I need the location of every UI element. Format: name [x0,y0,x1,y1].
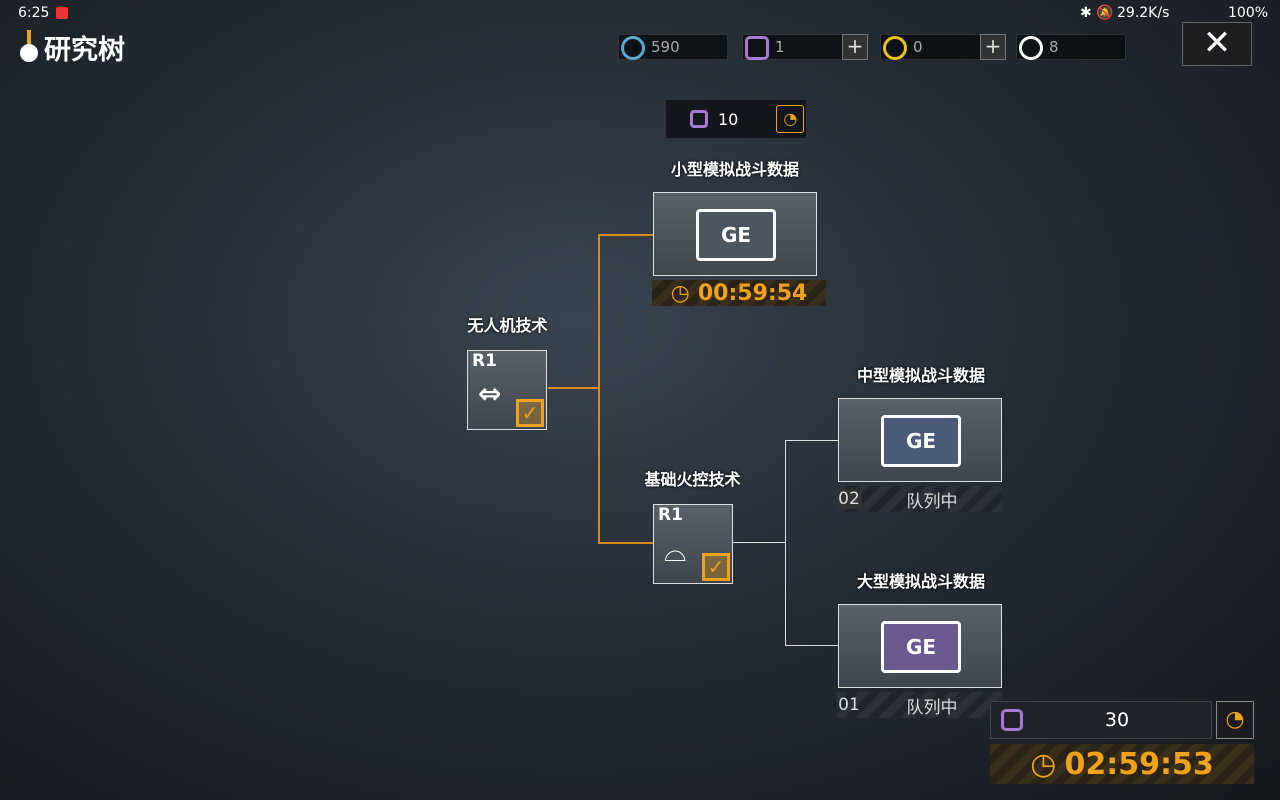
node-medium-sim-data[interactable]: GE [838,398,1002,482]
back-icon[interactable] [20,30,38,64]
status-icons: ✱ 🔕 [1080,5,1114,21]
completed-check-icon: ✓ [702,553,730,581]
resource-credits: 590 [618,34,728,60]
net-speed: 29.2K/s [1117,5,1170,21]
battery: 100% [1228,5,1269,21]
research-point-icon [745,36,769,60]
top-cost-panel: 10 ◔ [666,100,806,138]
token-icon [1019,36,1043,60]
resource-tokens: 8 [1016,34,1126,60]
node-large-sim-data[interactable]: GE [838,604,1002,688]
node-title: 基础火控技术 [644,470,741,489]
research-point-icon [690,110,708,128]
node-drone-tech[interactable]: R1 ⇔ ✓ [467,350,547,430]
resource-gold: 0+ [880,34,1006,60]
node-timer: ◷00:59:54 [652,280,826,306]
completed-check-icon: ✓ [516,399,544,427]
notification-icon [56,7,68,19]
timer-icon: ◷ [670,280,690,306]
speedup-button[interactable]: ◔ [1216,701,1254,739]
resource-research-points: 1+ [742,34,868,60]
research-point-icon [1001,709,1023,731]
node-title: 无人机技术 [467,316,548,335]
add-gold-button[interactable]: + [980,34,1006,60]
bottom-timer: ◷02:59:53 [990,744,1254,784]
timer-icon: ◷ [1030,746,1057,782]
node-title: 小型模拟战斗数据 [670,160,799,179]
turret-icon: ⌓ [664,535,687,568]
credits-icon [621,36,645,60]
status-time: 6:25 [18,5,50,21]
drone-icon: ⇔ [478,377,502,410]
chip-icon: GE [881,621,961,673]
node-small-sim-data[interactable]: GE [653,192,817,276]
chip-icon: GE [696,209,776,261]
chip-icon: GE [881,415,961,467]
node-title: 大型模拟战斗数据 [856,572,985,591]
add-research-points-button[interactable]: + [842,34,868,60]
close-button[interactable]: ✕ [1182,22,1252,66]
speedup-button[interactable]: ◔ [776,105,805,133]
gold-icon [883,36,907,60]
page-title: 研究树 [44,35,125,66]
node-fire-control-tech[interactable]: R1 ⌓ ✓ [653,504,733,584]
bottom-cost-panel: 30 [990,701,1212,739]
node-title: 中型模拟战斗数据 [856,366,985,385]
